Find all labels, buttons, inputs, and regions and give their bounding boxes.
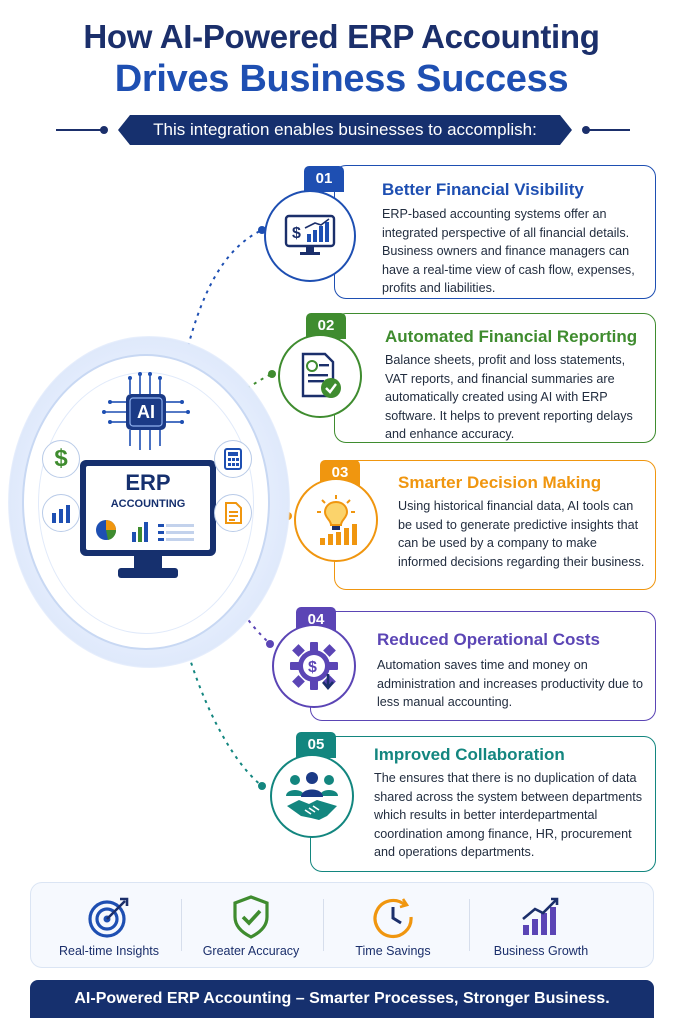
gear-dollar-icon: $ — [272, 624, 356, 708]
feature-label-4: Business Growth — [493, 944, 589, 958]
item-text-01: ERP-based accounting systems offer an in… — [382, 207, 635, 295]
ai-chip-label: AI — [137, 402, 155, 422]
monitor-stand — [134, 556, 162, 570]
monitor-dashboard-icon — [96, 520, 194, 542]
feature-business-growth: Business Growth — [471, 883, 611, 969]
item-text-03: Using historical financial data, AI tool… — [398, 499, 645, 569]
monitor-base — [118, 568, 178, 578]
lightbulb-growth-icon — [294, 478, 378, 562]
item-title-04: Reduced Operational Costs — [377, 630, 600, 649]
item-text-02: Balance sheets, profit and loss statemen… — [385, 353, 633, 441]
page-title-line2: Drives Business Success — [114, 58, 569, 100]
feature-real-time-insights: Real-time Insights — [39, 883, 179, 969]
card-automated-financial-reporting — [334, 313, 656, 443]
item-number-05: 05 — [296, 732, 336, 758]
subtitle-row: This integration enables businesses to a… — [0, 115, 683, 145]
card-reduced-operational-costs — [310, 611, 656, 721]
calculator-mini-icon — [214, 440, 252, 478]
feature-label-2: Greater Accuracy — [202, 944, 300, 958]
svg-text:$: $ — [292, 225, 301, 242]
item-title-01: Better Financial Visibility — [382, 180, 584, 199]
divider-line-left — [56, 129, 106, 131]
item-title-02: Automated Financial Reporting — [385, 327, 638, 346]
item-text-05: The ensures that there is no duplication… — [374, 771, 643, 859]
feature-divider — [323, 899, 324, 951]
divider-line-right — [584, 129, 630, 131]
document-mini-icon — [214, 494, 252, 532]
feature-label-1: Real-time Insights — [58, 944, 160, 958]
feature-divider — [181, 899, 182, 951]
feature-divider — [469, 899, 470, 951]
svg-text:$: $ — [308, 659, 317, 676]
divider-dot-left — [100, 126, 108, 134]
item-text-04: Automation saves time and money on admin… — [377, 658, 644, 709]
feature-greater-accuracy: Greater Accuracy — [181, 883, 321, 969]
bar-chart-mini-icon — [42, 494, 80, 532]
dollar-chart-monitor-icon: $ — [264, 190, 356, 282]
target-icon — [88, 897, 129, 938]
feature-label-3: Time Savings — [355, 944, 431, 958]
clock-icon — [373, 898, 413, 939]
growth-chart-icon — [522, 897, 559, 935]
dollar-mini-icon: $ — [42, 440, 80, 478]
card-better-financial-visibility — [334, 165, 656, 299]
ai-chip-icon — [102, 372, 190, 450]
shield-check-icon — [233, 895, 269, 939]
monitor-subtitle: ACCOUNTING — [110, 498, 186, 510]
footer-banner: AI-Powered ERP Accounting – Smarter Proc… — [30, 980, 654, 1018]
features-panel: Real-time Insights Greater Accuracy Time… — [30, 882, 654, 968]
report-check-icon — [278, 334, 362, 418]
monitor-title: ERP — [125, 470, 171, 495]
item-title-05: Improved Collaboration — [374, 745, 565, 764]
feature-time-savings: Time Savings — [323, 883, 463, 969]
card-smarter-decision-making — [334, 460, 656, 590]
subtitle-banner: This integration enables businesses to a… — [118, 115, 572, 145]
erp-hub-inner-ring — [38, 372, 254, 634]
item-number-01: 01 — [304, 166, 344, 192]
page-title-line1: How AI-Powered ERP Accounting — [83, 18, 600, 55]
card-improved-collaboration — [310, 736, 656, 872]
team-handshake-icon — [270, 754, 354, 838]
item-title-03: Smarter Decision Making — [398, 473, 602, 492]
